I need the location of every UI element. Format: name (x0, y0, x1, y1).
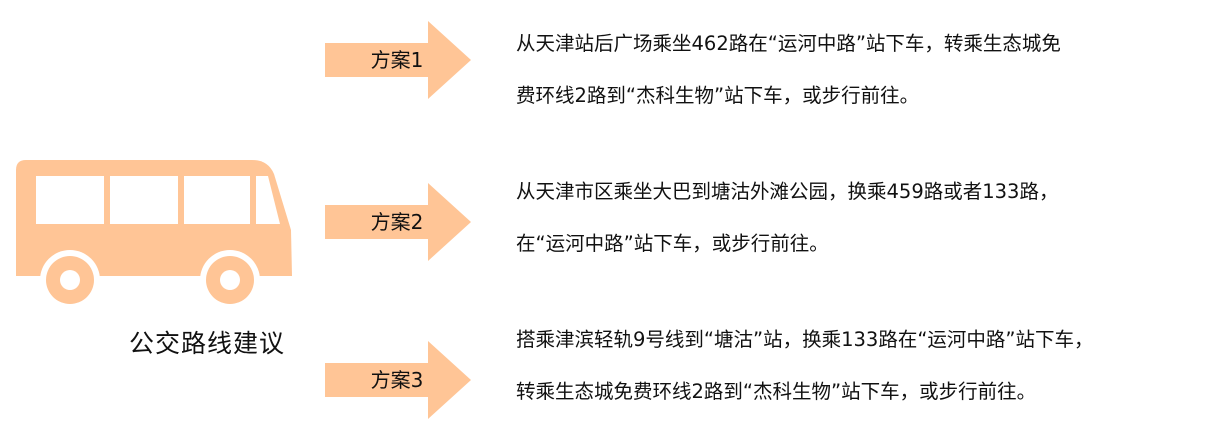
plan-3-text: 搭乘津滨轻轨9号线到“塘沽”站，换乘133路在“运河中路”站下车， 转乘生态城免… (516, 314, 1221, 418)
bus-window-2 (110, 176, 178, 224)
plan-1-line-1: 从天津站后广场乘坐462路在“运河中路”站下车，转乘生态城免 (516, 32, 1061, 55)
plan-3-label: 方案3 (370, 368, 424, 392)
right-arrow-icon (325, 341, 471, 419)
bus-wheel-rear-hub (60, 270, 80, 290)
diagram-caption: 公交路线建议 (128, 329, 285, 358)
bus-window-3 (184, 176, 250, 224)
plan-1-arrow: 方案1 (325, 21, 471, 99)
plan-2-label: 方案2 (370, 210, 424, 234)
bus-graphic (16, 160, 292, 310)
right-arrow-icon (325, 183, 471, 261)
right-arrow-icon (325, 21, 471, 99)
plan-2-arrow: 方案2 (325, 183, 471, 261)
plan-1-text: 从天津站后广场乘坐462路在“运河中路”站下车，转乘生态城免 费环线2路到“杰科… (516, 18, 1221, 122)
plan-2-line-1: 从天津市区乘坐大巴到塘沽外滩公园，换乘459路或者133路， (516, 180, 1059, 203)
bus-icon (12, 158, 297, 310)
plan-2-text: 从天津市区乘坐大巴到塘沽外滩公园，换乘459路或者133路， 在“运河中路”站下… (516, 166, 1221, 270)
bus-wheel-front-hub (220, 270, 240, 290)
plan-3-line-1: 搭乘津滨轻轨9号线到“塘沽”站，换乘133路在“运河中路”站下车， (516, 328, 1094, 351)
plan-1-line-2: 费环线2路到“杰科生物”站下车，或步行前往。 (516, 84, 920, 107)
plan-3-arrow: 方案3 (325, 341, 471, 419)
bus-window-1 (36, 176, 104, 224)
bus-front-window (256, 176, 280, 224)
plan-1-label: 方案1 (370, 48, 424, 72)
plan-2-line-2: 在“运河中路”站下车，或步行前往。 (516, 232, 829, 255)
plan-3-line-2: 转乘生态城免费环线2路到“杰科生物”站下车，或步行前往。 (516, 380, 1037, 403)
